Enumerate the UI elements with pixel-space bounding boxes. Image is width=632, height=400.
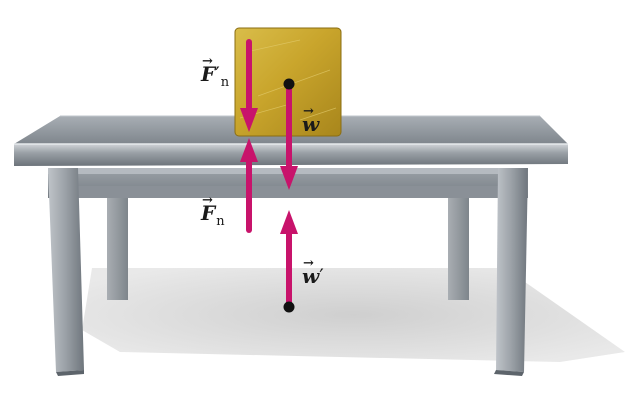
vector-arrow-icon: → (202, 193, 213, 208)
vector-fn (240, 138, 258, 233)
vector-w-prime (280, 210, 298, 313)
vector-arrow-icon: → (303, 256, 314, 271)
vector-fn-prime (240, 39, 258, 132)
block-center-point (283, 78, 295, 90)
front-right-leg (494, 168, 528, 376)
vector-arrow-icon: → (303, 104, 314, 119)
earth-center-point (283, 301, 295, 313)
vector-w (280, 78, 298, 190)
label-w: → w (302, 104, 320, 136)
vector-arrow-icon: → (202, 54, 213, 69)
label-fn: → Fn (201, 193, 225, 229)
label-w-prime: → w′ (302, 256, 324, 288)
front-left-leg (48, 168, 84, 376)
floor-shadow (82, 268, 625, 362)
label-fn-prime: → F′n (201, 54, 230, 90)
back-right-leg (448, 188, 469, 300)
back-left-leg (107, 188, 128, 300)
